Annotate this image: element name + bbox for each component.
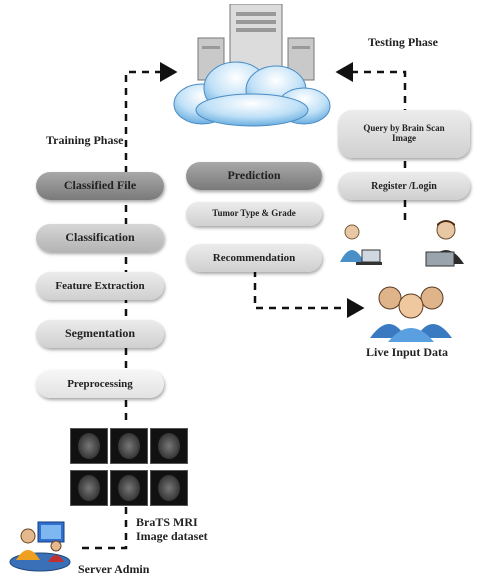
step-preprocessing: Preprocessing (36, 370, 164, 398)
dataset-label: BraTS MRI Image dataset (136, 515, 208, 543)
step-classification: Classification (36, 224, 164, 252)
training-phase-label: Training Phase (46, 133, 124, 147)
recommendation-flow-line (253, 270, 365, 318)
mri-scan-icon (110, 470, 148, 506)
mri-scan-icon (70, 428, 108, 464)
step-register-login: Register /Login (338, 172, 470, 200)
step-query-by-brain-scan: Query by Brain Scan Image (338, 110, 470, 158)
testing-flow-line (335, 62, 407, 220)
step-tumor-type-grade: Tumor Type & Grade (186, 202, 322, 226)
step-classified-file: Classified File (36, 172, 164, 200)
testing-phase-label: Testing Phase (368, 35, 438, 49)
mri-scan-icon (110, 428, 148, 464)
training-flow-line (124, 62, 178, 420)
step-prediction: Prediction (186, 162, 322, 190)
cloud-icon (172, 58, 332, 128)
step-recommendation: Recommendation (186, 244, 322, 272)
admin-icon (8, 516, 78, 572)
server-admin-label: Server Admin (78, 562, 150, 576)
user-laptop-icon (420, 218, 470, 272)
live-input-label: Live Input Data (366, 345, 449, 359)
users-group-icon (366, 282, 456, 342)
mri-scan-icon (70, 470, 108, 506)
mri-scan-icon (150, 428, 188, 464)
step-feature-extraction: Feature Extraction (36, 272, 164, 300)
user-laptop-icon (334, 222, 384, 272)
admin-flow-line (82, 500, 128, 550)
step-segmentation: Segmentation (36, 320, 164, 348)
mri-scan-icon (150, 470, 188, 506)
